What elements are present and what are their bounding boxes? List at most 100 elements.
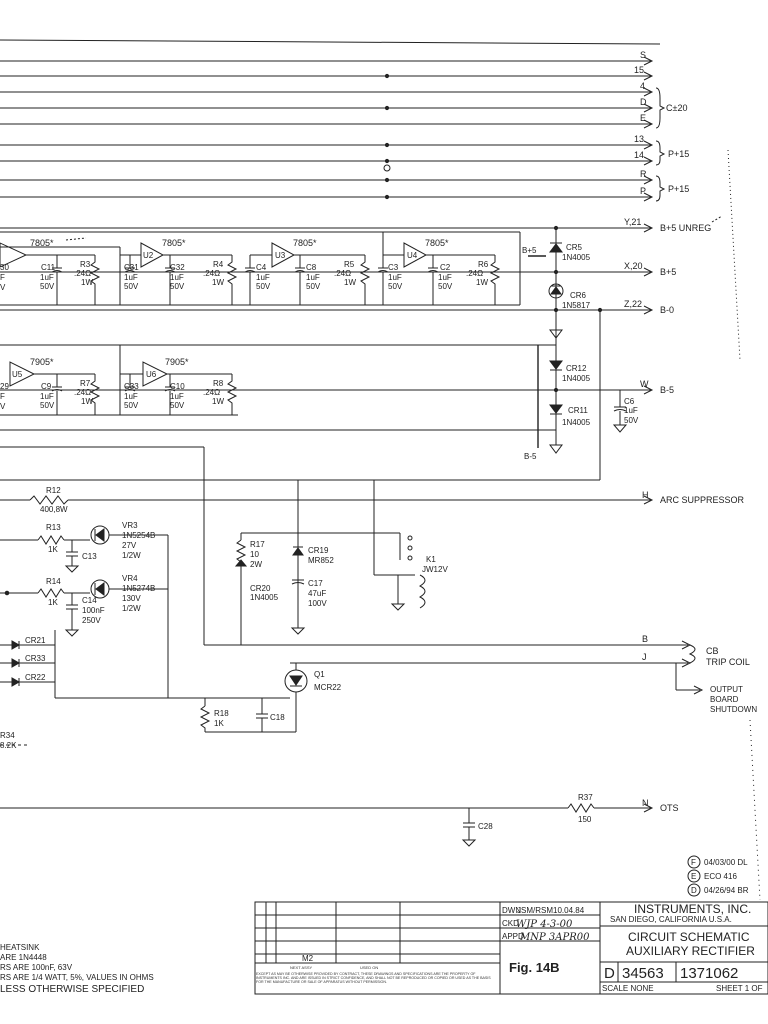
scr-ref: Q1 (314, 670, 325, 679)
cut-label: 30 (0, 263, 9, 272)
res-value: 1W (212, 397, 224, 406)
cap-ref: C33 (124, 382, 139, 391)
cap-value: 50V (170, 401, 185, 410)
res-value: 1W (212, 278, 224, 287)
title-block: M2 NEXT ASSY USED ON EXCEPT AS MAY BE OT… (254, 901, 768, 995)
bus-label: Y,21 (624, 217, 641, 227)
bm5-label: B-5 (524, 452, 537, 461)
reg-part: 7805* (162, 238, 186, 248)
diode-ref: CR6 (570, 291, 587, 300)
cap-value: 50V (124, 401, 139, 410)
diode-ref: CR33 (25, 654, 46, 663)
rev-text: ECO 416 (704, 872, 737, 881)
cap-ref: C32 (170, 263, 185, 272)
cut-label: 29 (0, 382, 9, 391)
cap-value: 1uF (124, 273, 138, 282)
cap-value: 100nF (82, 606, 105, 615)
output-label-ots: OTS (660, 803, 679, 813)
bus-label: 13 (634, 134, 644, 144)
res-value: 10 (250, 550, 259, 559)
bus-group-label: P+15 (668, 149, 689, 159)
cap-value: 1uF (124, 392, 138, 401)
vr3-value: 1N5254B (122, 531, 155, 540)
cut-label: V (0, 402, 6, 411)
diode-ref: CR20 (250, 584, 271, 593)
cap-ref: C18 (270, 713, 285, 722)
res-ref: R3 (80, 260, 91, 269)
res-value: .24Ω (74, 388, 91, 397)
vr3-value: 1/2W (122, 551, 141, 560)
bus-label: H (642, 490, 649, 500)
cap-ref: C6 (624, 397, 635, 406)
res-value: 400,8W (40, 505, 68, 514)
rev-letter: F (691, 858, 696, 867)
diode-value: 1N4005 (250, 593, 279, 602)
diode-value: 1N5817 (562, 301, 591, 310)
res-value: 2W (250, 560, 262, 569)
bus-label: R (640, 169, 647, 179)
used-on-label: USED ON (360, 965, 378, 970)
output-board-label: OUTPUT (710, 685, 743, 694)
bus-label: N (642, 798, 649, 808)
ckd-label: CKD (502, 919, 519, 928)
cap-value: 50V (256, 282, 271, 291)
cap-value: 1uF (624, 406, 638, 415)
drawing-number: 1371062 (680, 965, 738, 982)
res-ref: R12 (46, 486, 61, 495)
protection-circuit: R12 400,8W ARC SUPPRESSOR R13 1K VR3 1N5… (0, 446, 757, 750)
bus-label: X,20 (624, 261, 643, 271)
positive-regulator-row: 7805* U2 7805* U3 7805* U4 7805* C11 1uF… (0, 231, 521, 306)
res-ref: R18 (214, 709, 229, 718)
diode-ref: CR19 (308, 546, 329, 555)
note-line: ARE 1N4448 (0, 953, 47, 962)
dwn-value: JSM/RSM10.04.84 (517, 906, 585, 915)
diode-ref: CR11 (568, 406, 588, 415)
cap-ref: C2 (440, 263, 451, 272)
company-name: INSTRUMENTS, INC. (634, 902, 751, 916)
cap-value: 50V (40, 282, 55, 291)
output-label-bm5: B-5 (660, 385, 674, 395)
rev-text: 04/03/00 DL (704, 858, 748, 867)
cap-value: 50V (40, 401, 55, 410)
cap-value: 50V (624, 416, 639, 425)
bus-label: S (640, 50, 646, 60)
reg-ref: U5 (12, 370, 23, 379)
cap-ref: C4 (256, 263, 267, 272)
appd-value: MNP 3APR00 (519, 932, 590, 943)
reg-ref: U4 (407, 251, 418, 260)
res-value: 150 (578, 815, 592, 824)
res-value: 1W (344, 278, 356, 287)
diode-column: B+5 CR5 1N4005 CR6 1N5817 CR12 1N4005 CR… (522, 225, 639, 480)
title-line: AUXILIARY RECTIFIER (626, 944, 755, 958)
m2-label: M2 (302, 954, 314, 963)
cap-value: 1uF (306, 273, 320, 282)
bus-label: 14 (634, 150, 644, 160)
note-line: RS ARE 1/4 WATT, 5%, VALUES IN OHMS (0, 973, 154, 982)
cut-label: F (0, 273, 5, 282)
reg-ref: U6 (146, 370, 157, 379)
cap-ref: C14 (82, 596, 97, 605)
cap-value: 50V (388, 282, 403, 291)
dwn-label: DWN (502, 906, 521, 915)
res-ref: R14 (46, 577, 61, 586)
reg-part: 7805* (30, 238, 54, 248)
res-value: .24Ω (203, 269, 220, 278)
reg-ref: U2 (143, 251, 154, 260)
res-ref: R37 (578, 793, 593, 802)
cap-ref: C31 (124, 263, 139, 272)
output-label-b5: B+5 (660, 267, 676, 277)
cb-label: CB (706, 646, 719, 656)
rev-letter: D (691, 886, 697, 895)
diode-ref: CR22 (25, 673, 46, 682)
scale-label: SCALE NONE (602, 984, 654, 993)
res-value: 1W (476, 278, 488, 287)
vr3-value: 27V (122, 541, 137, 550)
reg-part: 7905* (30, 357, 54, 367)
res-value: 1K (48, 598, 58, 607)
res-ref: R8 (213, 379, 224, 388)
rev-letter: E (691, 872, 696, 881)
bus-label: W (640, 379, 649, 389)
res-value: 1K (48, 545, 58, 554)
vr4-value: 130V (122, 594, 141, 603)
